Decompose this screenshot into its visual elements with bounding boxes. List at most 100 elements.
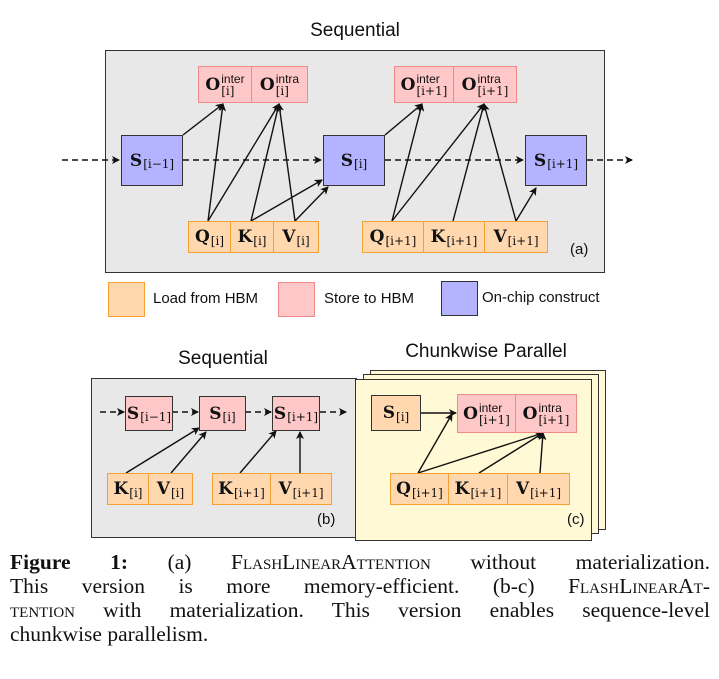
node-indices: [i+1] (293, 480, 324, 499)
node-subscript: [i+1] (538, 412, 570, 427)
panel-a-node-k-i: K[i] (230, 221, 274, 253)
node-indices: [i] (297, 228, 310, 247)
node-subscript: [i] (222, 410, 236, 424)
caption-text: chunkwise parallelism. (10, 622, 209, 646)
panel-c-node-k-n: K[i+1] (448, 473, 508, 505)
node-indices: [i+1] (508, 228, 539, 247)
panel-a-node-q-n: Q[i+1] (362, 221, 424, 253)
panel-c-title: Chunkwise Parallel (405, 341, 567, 362)
node-symbol: V (278, 479, 292, 499)
arrow (538, 432, 547, 474)
legend-swatch-onchip (441, 281, 478, 316)
panel-b-node-s-next: S[i+1] (272, 396, 320, 431)
node-symbol: K (218, 479, 233, 499)
node-indices: [i] (253, 228, 266, 247)
node-symbol: S (273, 403, 287, 424)
node-subscript: [i] (354, 157, 368, 171)
caption-line: Figure 1: (a) FlashLinearAttention witho… (10, 550, 710, 574)
caption-text: with materialization. This version enabl… (74, 598, 710, 622)
arrow (182, 103, 224, 136)
node-indices: [i+1] (470, 480, 501, 499)
node-subscript: [i−1] (143, 157, 175, 171)
panel-c-tag: (c) (567, 511, 585, 528)
node-subscript: [i+1] (385, 233, 417, 248)
arrow (170, 431, 207, 474)
caption-line: tention with materialization. This versi… (10, 598, 710, 622)
node-subscript: [i] (296, 233, 310, 248)
node-subscript: [i] (253, 233, 267, 248)
arrow (294, 186, 329, 222)
node-indices: [i−1] (143, 151, 174, 170)
node-symbol: O (259, 74, 275, 95)
node-symbol: S (533, 150, 547, 171)
panel-a-node-s-i: S[i] (323, 135, 385, 186)
node-indices: [i+1] (547, 151, 578, 170)
node-subscript: [i] (221, 83, 235, 98)
node-subscript: [i] (129, 485, 143, 500)
node-indices: [i] (171, 480, 184, 499)
arrow (384, 103, 423, 136)
node-subscript: [i+1] (478, 412, 510, 427)
arrow (481, 103, 517, 222)
node-indices: [i+1] (446, 228, 477, 247)
node-subscript: [i−1] (140, 410, 172, 424)
caption-text: without materialization. (430, 550, 710, 574)
caption-method-name: FlashLinearAt- (568, 574, 710, 598)
caption-method-name: tention (10, 598, 75, 622)
panel-b-node-s-i: S[i] (199, 396, 246, 431)
legend-swatch-store (278, 282, 315, 317)
arrow (478, 432, 544, 474)
panel-b-node-k-n: K[i+1] (212, 473, 271, 505)
legend-label-store: Store to HBM (324, 290, 415, 307)
node-subscript: [i+1] (446, 233, 478, 248)
node-symbol: K (454, 479, 470, 499)
panel-b-node-v-n: V[i+1] (270, 473, 332, 505)
node-symbol: O (463, 403, 478, 424)
node-indices: [i] (129, 480, 142, 499)
node-indices: [i+1] (287, 404, 318, 423)
node-subscript: [i] (171, 485, 185, 500)
caption-line: This version is more memory-efficient. (… (10, 574, 710, 598)
panel-a-node-s-prev: S[i−1] (121, 135, 183, 186)
node-indices: [i+1] (412, 480, 443, 499)
figure-caption: Figure 1: (a) FlashLinearAttention witho… (10, 550, 710, 646)
node-symbol: S (129, 150, 143, 171)
node-superscript: intra (477, 71, 501, 86)
panel-a-node-k-n: K[i+1] (423, 221, 485, 253)
node-subscript: [i+1] (507, 233, 539, 248)
caption-line: chunkwise parallelism. (10, 622, 710, 646)
node-symbol: K (430, 227, 446, 247)
node-symbol: V (493, 227, 507, 247)
node-symbol: K (237, 227, 253, 247)
node-subscript: [i+1] (530, 485, 562, 500)
node-indices: [i] (211, 228, 224, 247)
node-superscript: intra (275, 71, 300, 86)
panel-c-node-v-n: V[i+1] (507, 473, 570, 505)
arrow (239, 430, 277, 474)
node-indices: inter[i+1] (479, 402, 510, 426)
panel-b-title: Sequential (178, 348, 268, 369)
legend-swatch-load (108, 282, 145, 317)
node-symbol: Q (396, 479, 411, 499)
arrow (125, 427, 200, 474)
node-superscript: inter (416, 71, 440, 86)
node-symbol: S (382, 403, 396, 423)
panel-a-node-v-n: V[i+1] (484, 221, 548, 253)
node-subscript: [i+1] (411, 485, 443, 500)
node-subscript: [i+1] (470, 485, 502, 500)
panel-c-node-q-n: Q[i+1] (390, 473, 449, 505)
node-indices: inter[i+1] (416, 73, 447, 97)
node-subscript: [i+1] (287, 410, 319, 424)
arrow (417, 431, 544, 474)
node-indices: [i] (354, 151, 367, 170)
node-subscript: [i] (396, 409, 410, 424)
node-symbol: O (522, 403, 538, 424)
node-indices: [i] (396, 404, 409, 423)
node-indices: [i−1] (140, 404, 171, 423)
